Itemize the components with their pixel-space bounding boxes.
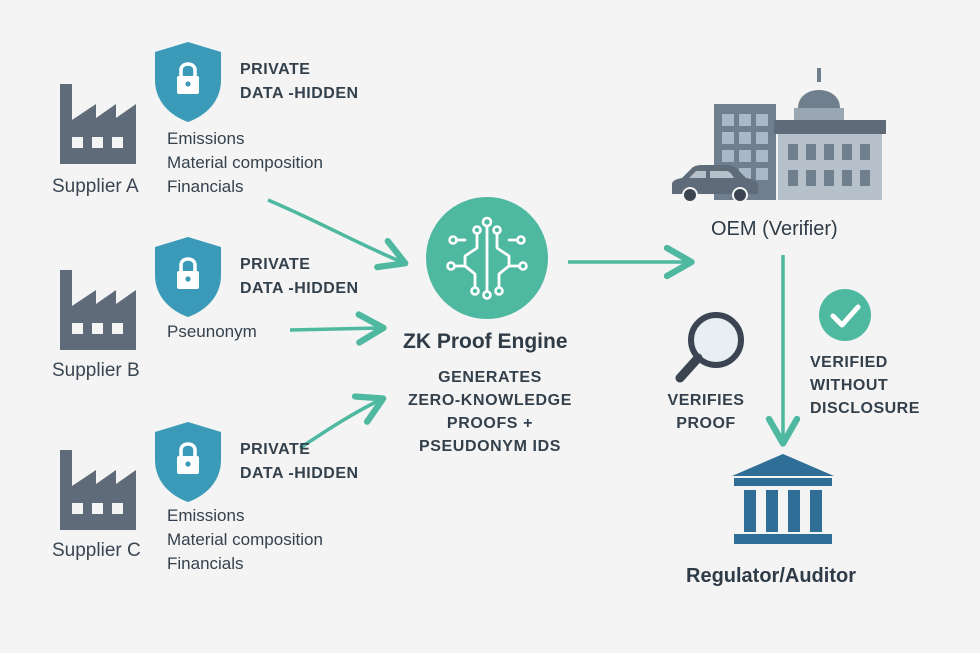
supplier-c-data-list: Emissions Material composition Financial…: [167, 504, 323, 576]
data-item: Financials: [167, 554, 244, 573]
supplier-a-data-list: Emissions Material composition Financial…: [167, 127, 323, 199]
supplier-a-label: Supplier A: [52, 176, 139, 197]
regulator-label: Regulator/Auditor: [686, 565, 856, 587]
data-item: Emissions: [167, 506, 245, 525]
arrow-supplier-a-to-engine: [267, 198, 409, 271]
data-item: Financials: [167, 177, 244, 196]
shield-lock-icon: [155, 422, 221, 502]
data-item: Material composition: [167, 530, 323, 549]
data-item: Pseunonym: [167, 322, 257, 341]
circuit-icon: [426, 197, 548, 319]
engine-title: ZK Proof Engine: [403, 330, 568, 353]
shield-lock-icon: [155, 42, 221, 122]
car-icon: [672, 165, 758, 203]
engine-description: GENERATES ZERO-KNOWLEDGE PROOFS + PSEUDO…: [408, 369, 572, 455]
supplier-b-label: Supplier B: [52, 360, 140, 381]
courthouse-icon: [732, 454, 834, 544]
shield-lock-icon: [155, 237, 221, 317]
check-circle-icon: [819, 289, 871, 341]
factory-icon: [60, 450, 136, 530]
magnifier-icon: [675, 312, 744, 383]
arrow-supplier-c-to-engine: [299, 393, 387, 450]
oem-label: OEM (Verifier): [711, 218, 838, 240]
data-item: Material composition: [167, 153, 323, 172]
supplier-c-label: Supplier C: [52, 540, 141, 561]
arrow-supplier-b-to-engine: [289, 311, 387, 346]
data-item: Emissions: [167, 129, 245, 148]
factory-icon: [60, 84, 136, 164]
factory-icon: [60, 270, 136, 350]
supplier-b-data-list: Pseunonym: [167, 320, 257, 344]
